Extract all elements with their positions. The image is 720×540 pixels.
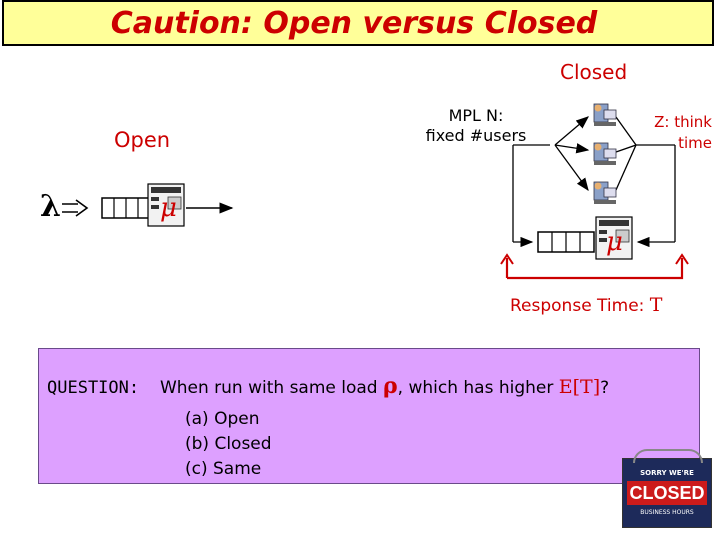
user-terminal-icon	[593, 103, 617, 126]
question-box: QUESTION: When run with same load ρ, whi…	[38, 348, 700, 484]
closed-server-icon	[595, 216, 633, 260]
think-time-label: Z: think time	[654, 113, 712, 152]
mpl-label: MPL N: fixed #users	[425, 106, 527, 145]
open-server-icon	[147, 183, 185, 227]
sign-line3: BUSINESS HOURS	[640, 509, 694, 516]
title-banner: Caution: Open versus Closed	[2, 0, 714, 46]
lambda-symbol: λ	[40, 189, 62, 224]
question-line: QUESTION: When run with same load ρ, whi…	[47, 373, 610, 399]
user-terminal-icon	[593, 181, 617, 204]
closed-loop-lines	[512, 144, 676, 248]
option-c: (c) Same	[185, 459, 262, 479]
closed-label: Closed	[560, 60, 628, 84]
open-arrival-arrow	[62, 199, 89, 217]
sign-line2: CLOSED	[627, 481, 707, 505]
slide-title: Caution: Open versus Closed	[110, 6, 598, 41]
response-time-label: Response Time: T	[510, 294, 663, 316]
option-a: (a) Open	[185, 409, 260, 429]
closed-mu-symbol: μ	[606, 227, 623, 257]
open-label: Open	[114, 128, 171, 152]
sign-line1: SORRY WE'RE	[640, 469, 694, 477]
think-fanout-arrows	[554, 116, 637, 192]
closed-queue-buffer	[537, 231, 595, 253]
rho-symbol: ρ	[383, 373, 398, 399]
user-terminal-icon	[593, 142, 617, 165]
question-prefix: QUESTION:	[47, 378, 140, 398]
response-time-bracket	[505, 258, 684, 280]
question-text: When run with same load	[159, 378, 378, 398]
option-b: (b) Closed	[185, 434, 272, 454]
open-mu-symbol: μ	[160, 193, 177, 223]
open-queue-buffer	[101, 197, 151, 219]
answer-options: (a) Open (b) Closed (c) Same	[185, 407, 272, 482]
closed-sign-image: SORRY WE'RE CLOSED BUSINESS HOURS	[622, 449, 712, 528]
expectation-symbol: E[T]	[558, 376, 601, 398]
